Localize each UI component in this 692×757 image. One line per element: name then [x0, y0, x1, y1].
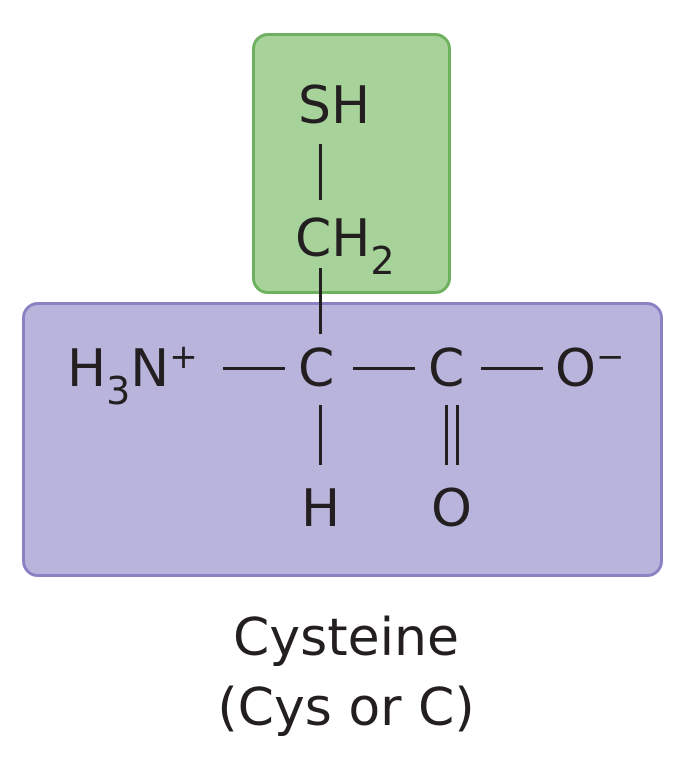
alpha-carbon-label: C — [298, 339, 335, 399]
methylene-subscript: 2 — [370, 239, 395, 283]
amino-subscript: 3 — [106, 369, 131, 413]
bond-alpha-carbon-h — [319, 405, 322, 465]
bond-alpha-carboxyl-carbon — [353, 367, 415, 370]
backbone-highlight-box — [22, 302, 663, 577]
alpha-carbon: C — [298, 343, 334, 395]
carboxylate-oxygen-label: O — [555, 339, 596, 399]
bond-c-o-double-2 — [456, 405, 459, 465]
amino-charge: + — [169, 337, 198, 377]
sulfhydryl-label: SH — [298, 76, 371, 136]
amino-group: H3N+ — [67, 340, 198, 410]
amino-acid-abbreviation: (Cys or C) — [217, 678, 475, 738]
carboxylate-oxygen: O− — [555, 340, 624, 395]
sulfhydryl-group: SH — [298, 80, 370, 132]
amino-h: H — [67, 339, 107, 399]
carboxyl-carbon: C — [428, 343, 464, 395]
carboxyl-carbon-label: C — [428, 339, 465, 399]
bond-c-o-double-1 — [445, 405, 448, 465]
carbonyl-oxygen: O — [431, 483, 472, 535]
bond-n-alpha-carbon — [223, 367, 285, 370]
carboxylate-charge: − — [595, 337, 625, 377]
alpha-hydrogen-label: H — [301, 479, 341, 539]
side-chain-highlight-box — [252, 33, 451, 294]
alpha-hydrogen: H — [301, 483, 340, 535]
bond-ch2-alpha-carbon — [319, 268, 322, 334]
bond-sh-ch2 — [319, 144, 322, 200]
bond-c-o-single — [481, 367, 543, 370]
carbonyl-oxygen-label: O — [431, 479, 472, 539]
amino-n: N — [130, 339, 170, 399]
amino-acid-name: Cysteine — [233, 608, 459, 668]
methylene-group: CH2 — [295, 213, 395, 280]
methylene-label: CH — [295, 209, 371, 269]
